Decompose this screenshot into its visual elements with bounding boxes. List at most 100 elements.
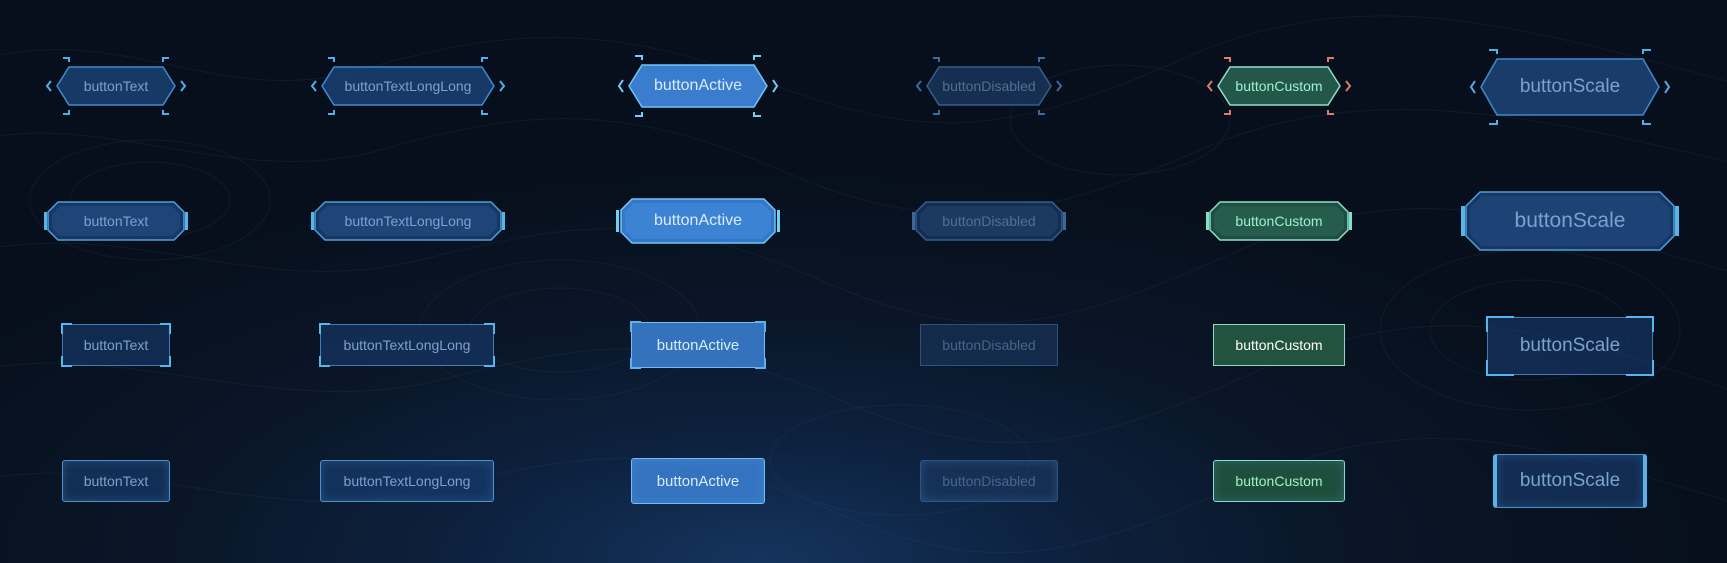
r3-buttonscale-button[interactable]: buttonScale: [1486, 316, 1654, 376]
r1-buttonscale-frame: [1469, 49, 1671, 125]
r1-buttondisabled-frame: [915, 57, 1063, 115]
r1-buttontextlonglong-frame: [310, 57, 506, 115]
corner-bracket-icon: [484, 356, 495, 367]
r2-buttonactive-label: buttonActive: [653, 212, 743, 229]
r1-buttoncustom-frame: [1206, 57, 1352, 115]
corner-bracket-icon: [1486, 360, 1514, 376]
r3-buttondisabled-cell: buttonDisabled: [918, 322, 1060, 368]
r2-buttonactive-button[interactable]: buttonActive: [616, 197, 780, 245]
r3-buttoncustom-cell: buttonCustom: [1212, 322, 1346, 368]
r2-buttontextlonglong-cell: buttonTextLongLong: [311, 198, 505, 244]
r2-buttoncustom-cell: buttonCustom: [1206, 198, 1352, 244]
r4-buttoncustom-cell: buttonCustom: [1212, 458, 1346, 504]
r1-buttoncustom-label: buttonCustom: [1235, 78, 1323, 94]
r1-buttoncustom-cell: buttonCustom: [1206, 57, 1352, 115]
r2-buttoncustom-label: buttonCustom: [1235, 213, 1323, 229]
corner-bracket-icon: [630, 321, 641, 332]
r3-buttontextlonglong-button[interactable]: buttonTextLongLong: [319, 323, 495, 367]
r2-buttondisabled-button[interactable]: buttonDisabled: [912, 200, 1066, 242]
r1-buttontextlonglong-button[interactable]: buttonTextLongLong: [310, 57, 506, 115]
corner-bracket-icon: [319, 323, 330, 334]
r1-buttontext-cell: buttonText: [45, 57, 187, 115]
r4-buttondisabled-cell: buttonDisabled: [918, 458, 1060, 504]
r4-buttoncustom-button[interactable]: buttonCustom: [1213, 460, 1345, 502]
corner-bracket-icon: [61, 323, 72, 334]
r3-buttontext-button[interactable]: buttonText: [61, 323, 171, 367]
r1-buttontextlonglong-cell: buttonTextLongLong: [310, 57, 506, 115]
corner-bracket-icon: [1626, 316, 1654, 332]
r4-buttontext-button[interactable]: buttonText: [62, 460, 170, 502]
r2-buttonscale-cell: buttonScale: [1460, 188, 1680, 254]
r2-buttoncustom-button[interactable]: buttonCustom: [1206, 200, 1352, 242]
r4-buttonactive-button[interactable]: buttonActive: [631, 458, 765, 504]
r2-buttontext-button[interactable]: buttonText: [44, 200, 188, 242]
corner-bracket-icon: [755, 358, 766, 369]
r2-buttonactive-frame: [616, 198, 780, 244]
r1-buttonactive-button[interactable]: buttonActive: [617, 55, 779, 117]
r3-buttonactive-cell: buttonActive: [628, 320, 768, 370]
r2-buttondisabled-frame: [912, 201, 1066, 241]
r2-buttondisabled-cell: buttonDisabled: [912, 198, 1066, 244]
r4-buttontext-label: buttonText: [83, 473, 149, 489]
r4-buttonactive-cell: buttonActive: [628, 456, 768, 506]
r1-buttondisabled-button[interactable]: buttonDisabled: [915, 57, 1063, 115]
r4-buttontext-cell: buttonText: [56, 458, 176, 504]
r3-buttontextlonglong-cell: buttonTextLongLong: [318, 322, 496, 368]
r2-buttonscale-label: buttonScale: [1514, 209, 1626, 232]
r2-buttondisabled-label: buttonDisabled: [942, 213, 1036, 229]
corner-bracket-icon: [484, 323, 495, 334]
r3-buttonscale-label: buttonScale: [1519, 335, 1621, 356]
r2-buttonscale-frame: [1461, 191, 1679, 251]
r1-buttontextlonglong-label: buttonTextLongLong: [344, 78, 472, 94]
corner-bracket-icon: [160, 323, 171, 334]
r4-buttonscale-cell: buttonScale: [1490, 452, 1650, 510]
r3-buttonactive-label: buttonActive: [656, 336, 740, 354]
r1-buttonactive-cell: buttonActive: [617, 55, 779, 117]
r4-buttontextlonglong-button[interactable]: buttonTextLongLong: [320, 460, 494, 502]
r3-buttonscale-cell: buttonScale: [1484, 315, 1656, 377]
r3-buttonactive-button[interactable]: buttonActive: [630, 321, 766, 369]
r3-buttontext-cell: buttonText: [56, 322, 176, 368]
r2-buttontextlonglong-frame: [311, 201, 505, 241]
r2-buttontext-frame: [44, 201, 188, 241]
r3-buttondisabled-button[interactable]: buttonDisabled: [920, 324, 1058, 366]
r4-buttonscale-label: buttonScale: [1519, 470, 1621, 491]
r1-buttonactive-frame: [617, 55, 779, 117]
r1-buttontext-button[interactable]: buttonText: [45, 57, 187, 115]
r3-buttoncustom-label: buttonCustom: [1235, 337, 1323, 353]
r2-buttontextlonglong-button[interactable]: buttonTextLongLong: [311, 200, 505, 242]
r2-buttontextlonglong-label: buttonTextLongLong: [344, 213, 472, 229]
r1-buttondisabled-cell: buttonDisabled: [915, 57, 1063, 115]
r1-buttonactive-label: buttonActive: [653, 77, 743, 94]
r2-buttonactive-cell: buttonActive: [616, 195, 780, 247]
r1-buttontext-frame: [45, 57, 187, 115]
r1-buttoncustom-button[interactable]: buttonCustom: [1206, 57, 1352, 115]
r4-buttoncustom-label: buttonCustom: [1235, 473, 1323, 489]
corner-bracket-icon: [61, 356, 72, 367]
r4-buttondisabled-button[interactable]: buttonDisabled: [920, 460, 1058, 502]
r4-buttonscale-button[interactable]: buttonScale: [1493, 454, 1647, 508]
r4-buttontextlonglong-label: buttonTextLongLong: [343, 473, 471, 489]
corner-bracket-icon: [755, 321, 766, 332]
r4-buttonactive-label: buttonActive: [656, 472, 740, 490]
r2-buttontext-cell: buttonText: [44, 198, 188, 244]
r1-buttonscale-button[interactable]: buttonScale: [1469, 49, 1671, 125]
corner-bracket-icon: [319, 356, 330, 367]
corner-bracket-icon: [1626, 360, 1654, 376]
corner-bracket-icon: [630, 358, 641, 369]
r2-buttoncustom-frame: [1206, 201, 1352, 241]
corner-bracket-icon: [160, 356, 171, 367]
r4-buttontextlonglong-cell: buttonTextLongLong: [318, 458, 496, 504]
r2-buttontext-label: buttonText: [83, 213, 149, 229]
r1-buttonscale-cell: buttonScale: [1469, 49, 1671, 125]
r1-buttondisabled-label: buttonDisabled: [942, 78, 1036, 94]
r3-buttontextlonglong-label: buttonTextLongLong: [343, 337, 471, 353]
r2-buttonscale-button[interactable]: buttonScale: [1461, 190, 1679, 252]
corner-bracket-icon: [1486, 316, 1514, 332]
r1-buttontext-label: buttonText: [83, 78, 149, 94]
r3-buttoncustom-button[interactable]: buttonCustom: [1213, 324, 1345, 366]
r3-buttontext-label: buttonText: [83, 337, 149, 353]
r1-buttonscale-label: buttonScale: [1519, 76, 1621, 97]
r3-buttondisabled-label: buttonDisabled: [942, 337, 1036, 353]
